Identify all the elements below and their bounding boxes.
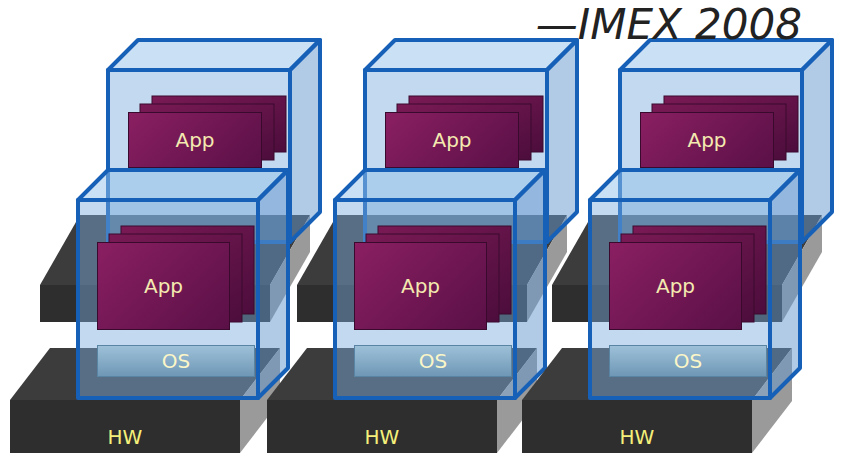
os-layer: OS — [97, 345, 255, 377]
container-cube-side — [770, 170, 800, 398]
container-cube-top — [108, 40, 320, 70]
container-cube-front — [335, 200, 515, 398]
app-block: App — [385, 112, 519, 168]
os-texture — [354, 345, 512, 377]
host-column — [522, 40, 832, 453]
node-label: OS — [674, 349, 702, 373]
host-column — [10, 40, 320, 453]
container-cube-front — [78, 200, 258, 398]
container-cube-top — [335, 170, 545, 200]
node-label: App — [401, 274, 440, 298]
hardware-platform: HW — [522, 400, 752, 453]
os-layer: OS — [354, 345, 512, 377]
container-cube-top — [590, 170, 800, 200]
node-label: App — [144, 274, 183, 298]
container-cube-side — [290, 40, 320, 242]
node-label: HW — [365, 425, 400, 449]
os-texture — [97, 345, 255, 377]
container-cube-front — [590, 200, 770, 398]
container-cube-side — [547, 40, 577, 242]
node-label: OS — [419, 349, 447, 373]
app-block: App — [640, 112, 774, 168]
container-cube-side — [802, 40, 832, 242]
container-cube-side — [515, 170, 545, 398]
node-label: App — [175, 128, 214, 152]
app-block: App — [354, 242, 487, 330]
hardware-platform: HW — [267, 400, 497, 453]
node-label: App — [687, 128, 726, 152]
hw-slab-front — [522, 400, 752, 453]
os-texture — [609, 345, 767, 377]
hw-slab-front — [10, 400, 240, 453]
app-block: App — [128, 112, 262, 168]
os-layer: OS — [609, 345, 767, 377]
app-block: App — [97, 242, 230, 330]
app-block: App — [609, 242, 742, 330]
node-label: OS — [162, 349, 190, 373]
hardware-platform: HW — [10, 400, 240, 453]
node-label: HW — [620, 425, 655, 449]
hw-slab-front — [267, 400, 497, 453]
node-label: App — [656, 274, 695, 298]
node-label: App — [432, 128, 471, 152]
container-cube-top — [78, 170, 288, 200]
node-label: HW — [108, 425, 143, 449]
container-cube-side — [258, 170, 288, 398]
watermark-label: —IMEX 2008 — [536, 2, 802, 48]
